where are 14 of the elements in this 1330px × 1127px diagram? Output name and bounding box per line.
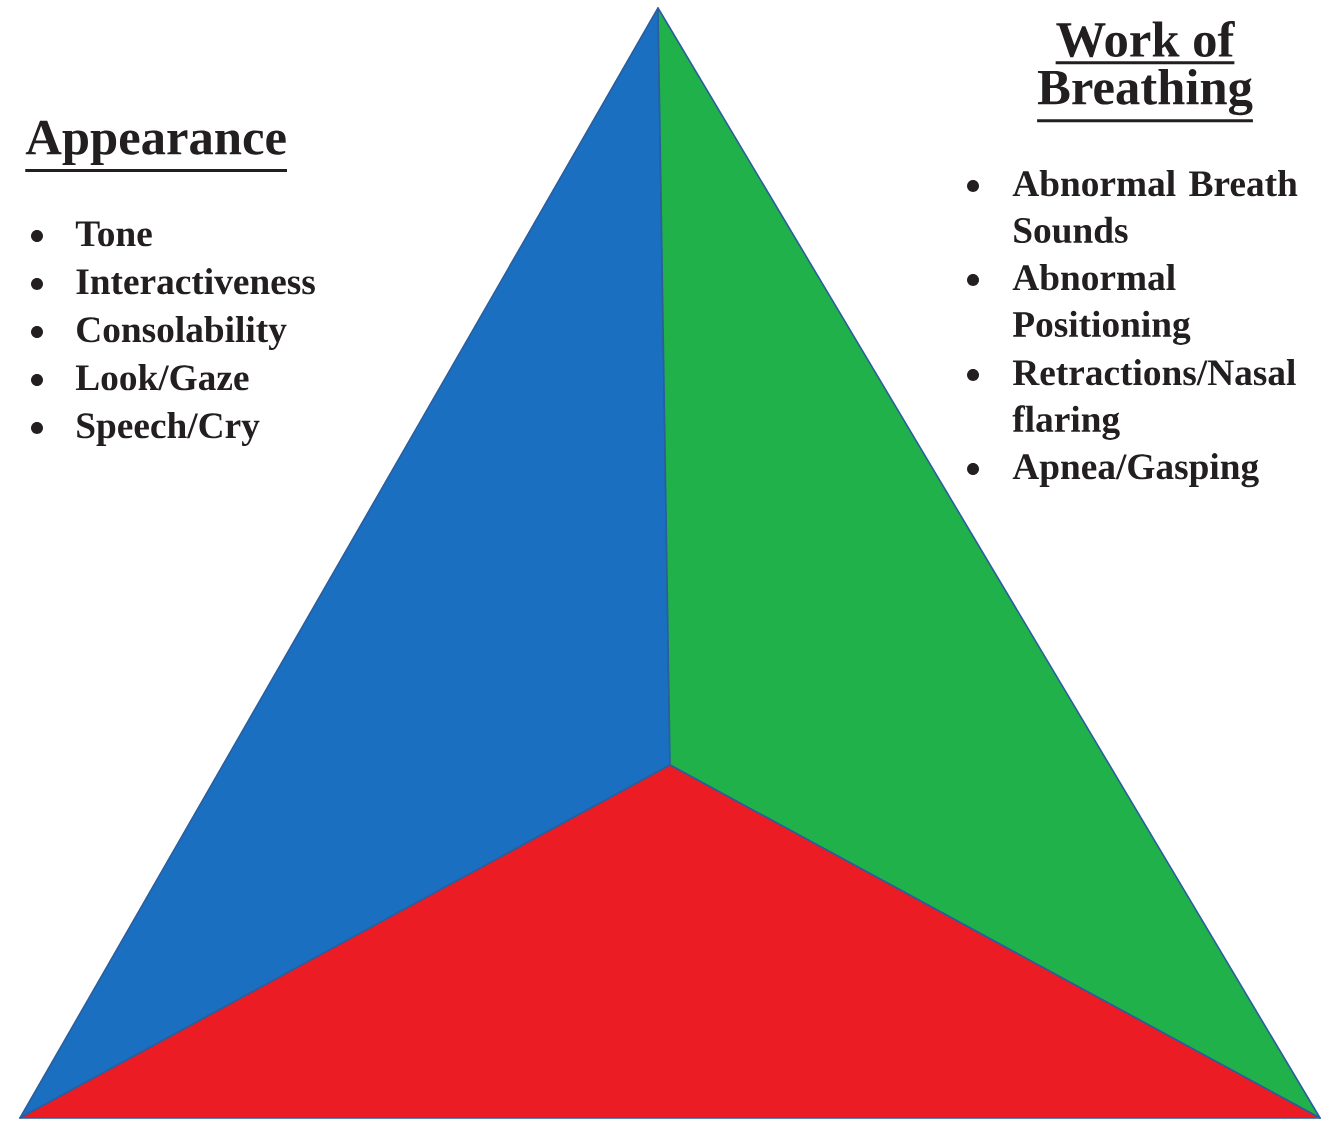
bullet-item: Abnormal Breath Sounds (967, 170, 1298, 244)
bullet-item: Retractions/Nasal flaring (967, 359, 1296, 440)
bullet-item: Apnea/Gasping (967, 453, 1259, 488)
triangle-section (19, 764, 1321, 1119)
bullet-item: Speech/Cry (31, 412, 260, 447)
bullet-item: Abnormal Positioning (967, 264, 1191, 345)
bullet-item: Look/Gaze (31, 364, 249, 391)
bullet-item: Interactiveness (31, 268, 315, 295)
heading: Appearance (25, 120, 287, 172)
heading: Work of Breathing (1037, 20, 1253, 123)
triangle-section (657, 7, 1321, 1119)
bullet-item: Consolability (31, 316, 287, 351)
bullet-item: Tone (31, 221, 152, 247)
triangle-section (19, 7, 671, 1119)
